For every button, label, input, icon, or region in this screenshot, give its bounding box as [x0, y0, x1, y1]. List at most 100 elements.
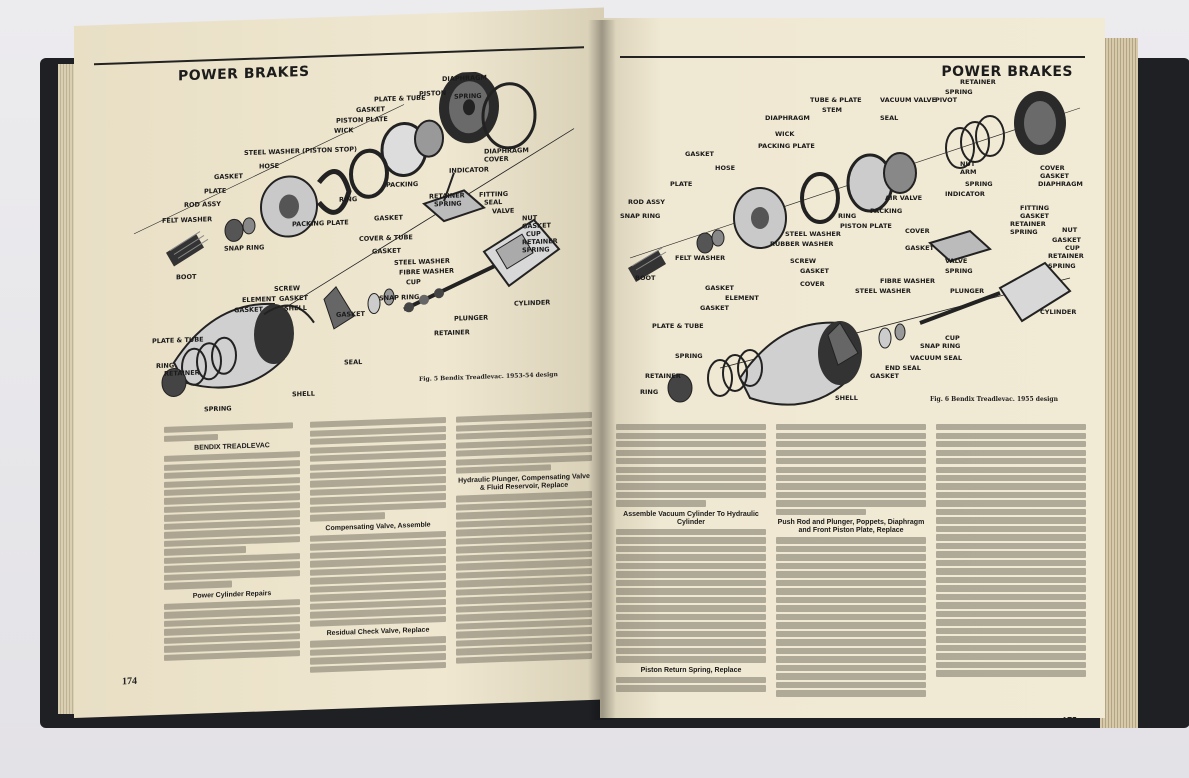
cover-and-tube-part: [422, 172, 486, 223]
svg-text:SHELL: SHELL: [284, 304, 307, 313]
page-number: 174: [122, 675, 137, 688]
svg-text:ELEMENT: ELEMENT: [725, 294, 759, 302]
svg-text:PLATE & TUBE: PLATE & TUBE: [374, 94, 426, 104]
svg-text:RETAINER: RETAINER: [1010, 220, 1046, 228]
svg-text:NUT: NUT: [1062, 226, 1078, 234]
felt-washer-part: [696, 229, 725, 254]
svg-text:SEAL: SEAL: [880, 114, 898, 122]
svg-text:GASKET: GASKET: [1040, 172, 1070, 180]
svg-text:NUT: NUT: [960, 160, 976, 168]
svg-text:PLATE: PLATE: [204, 187, 226, 196]
plunger-part: [403, 264, 495, 313]
svg-text:SNAP RING: SNAP RING: [224, 243, 264, 252]
svg-text:SPRING: SPRING: [965, 180, 993, 188]
svg-text:SPRING: SPRING: [1010, 228, 1038, 236]
svg-text:CYLINDER: CYLINDER: [1040, 308, 1076, 316]
cylinder-part: [998, 261, 1072, 323]
svg-text:STEEL WASHER: STEEL WASHER: [785, 230, 841, 238]
svg-text:RETAINER: RETAINER: [960, 78, 996, 86]
plunger-part: [919, 291, 1001, 325]
svg-text:SPRING: SPRING: [434, 199, 462, 208]
svg-text:STEEL WASHER (PISTON STOP): STEEL WASHER (PISTON STOP): [244, 145, 357, 157]
svg-text:PLATE & TUBE: PLATE & TUBE: [652, 322, 704, 330]
svg-text:DIAPHRAGM: DIAPHRAGM: [484, 146, 529, 156]
svg-text:RETAINER: RETAINER: [522, 237, 558, 246]
svg-text:CYLINDER: CYLINDER: [514, 298, 550, 307]
svg-text:PLATE & TUBE: PLATE & TUBE: [152, 335, 204, 345]
piston-plate-part: [380, 119, 444, 177]
subsection-title: Assemble Vacuum Cylinder To Hydraulic Cy…: [623, 510, 759, 526]
spring-part: [945, 115, 1005, 169]
svg-text:BOOT: BOOT: [176, 273, 197, 282]
svg-text:PACKING: PACKING: [870, 207, 902, 215]
svg-text:CUP: CUP: [406, 278, 421, 287]
svg-text:VALVE: VALVE: [492, 207, 514, 216]
svg-text:GASKET: GASKET: [870, 372, 900, 380]
diaphragm-cover-part: [481, 82, 537, 150]
svg-text:ROD ASSY: ROD ASSY: [628, 198, 665, 206]
svg-text:GASKET: GASKET: [1020, 212, 1050, 220]
plate-part: [733, 187, 787, 249]
cylinder-part: [482, 218, 561, 288]
svg-text:VALVE: VALVE: [945, 257, 967, 265]
svg-text:GASKET: GASKET: [700, 304, 730, 312]
svg-text:CUP: CUP: [526, 230, 541, 239]
svg-text:FITTING: FITTING: [479, 190, 508, 199]
svg-text:RING: RING: [640, 388, 658, 396]
book-gutter: [588, 20, 616, 720]
svg-text:PLUNGER: PLUNGER: [950, 287, 984, 295]
spring-part: [707, 349, 763, 397]
svg-text:SPRING: SPRING: [675, 352, 703, 360]
svg-text:WICK: WICK: [775, 130, 795, 138]
right-page: POWER BRAKES: [600, 18, 1105, 718]
svg-text:STEEL WASHER: STEEL WASHER: [855, 287, 911, 295]
boot-part: [166, 231, 209, 267]
text-column-2: Push Rod and Plunger, Poppets, Diaphragm…: [776, 422, 926, 697]
retainer-ring-part: [161, 368, 187, 398]
figure-caption: Fig. 6 Bendix Treadlevac. 1955 design: [930, 396, 1058, 403]
cover-part: [928, 229, 992, 263]
svg-text:COVER: COVER: [800, 280, 825, 288]
svg-text:RETAINER: RETAINER: [164, 369, 200, 378]
svg-text:SCREW: SCREW: [790, 257, 816, 265]
seal-part: [827, 322, 906, 366]
svg-text:GASKET: GASKET: [356, 105, 386, 114]
svg-text:DIAPHRAGM: DIAPHRAGM: [1038, 180, 1083, 188]
svg-text:CUP: CUP: [1065, 244, 1080, 252]
svg-text:SPRING: SPRING: [454, 92, 482, 101]
svg-text:GASKET: GASKET: [1052, 236, 1082, 244]
svg-text:PACKING: PACKING: [386, 180, 418, 189]
svg-text:PIVOT: PIVOT: [935, 96, 958, 104]
header-rule: [94, 46, 584, 66]
svg-text:FELT WASHER: FELT WASHER: [675, 254, 725, 262]
text-column-3: Hydraulic Plunger, Compensating Valve & …: [456, 410, 592, 685]
svg-text:WICK: WICK: [334, 126, 354, 135]
svg-text:GASKET: GASKET: [234, 305, 264, 314]
svg-text:SHELL: SHELL: [292, 390, 315, 399]
svg-text:PACKING PLATE: PACKING PLATE: [292, 218, 349, 228]
svg-text:RETAINER: RETAINER: [429, 191, 465, 200]
svg-text:PISTON PLATE: PISTON PLATE: [336, 115, 388, 125]
right-text-columns: Assemble Vacuum Cylinder To Hydraulic Cy…: [616, 422, 1086, 697]
svg-text:ARM: ARM: [960, 168, 977, 176]
svg-text:SPRING: SPRING: [522, 245, 550, 254]
right-page-edges: [1100, 38, 1138, 728]
header-rule: [620, 56, 1085, 58]
svg-text:FIBRE WASHER: FIBRE WASHER: [880, 277, 935, 285]
svg-text:RUBBER WASHER: RUBBER WASHER: [770, 240, 833, 248]
svg-text:DIAPHRAGM: DIAPHRAGM: [442, 74, 487, 84]
svg-text:STEM: STEM: [822, 106, 842, 114]
svg-text:GASKET: GASKET: [705, 284, 735, 292]
seal-part: [323, 286, 395, 330]
svg-text:RETAINER: RETAINER: [434, 328, 470, 337]
retainer-ring-part: [667, 373, 693, 403]
subsection-title: Push Rod and Plunger, Poppets, Diaphragm…: [777, 519, 925, 535]
svg-text:FIBRE WASHER: FIBRE WASHER: [399, 267, 454, 277]
svg-text:SHELL: SHELL: [835, 394, 858, 402]
svg-text:FITTING: FITTING: [1020, 204, 1049, 212]
svg-text:SPRING: SPRING: [1048, 262, 1076, 270]
text-column-1: Assemble Vacuum Cylinder To Hydraulic Cy…: [616, 422, 766, 692]
svg-text:GASKET: GASKET: [905, 244, 935, 252]
svg-text:VACUUM SEAL: VACUUM SEAL: [910, 354, 962, 362]
felt-washer-part: [224, 217, 256, 242]
